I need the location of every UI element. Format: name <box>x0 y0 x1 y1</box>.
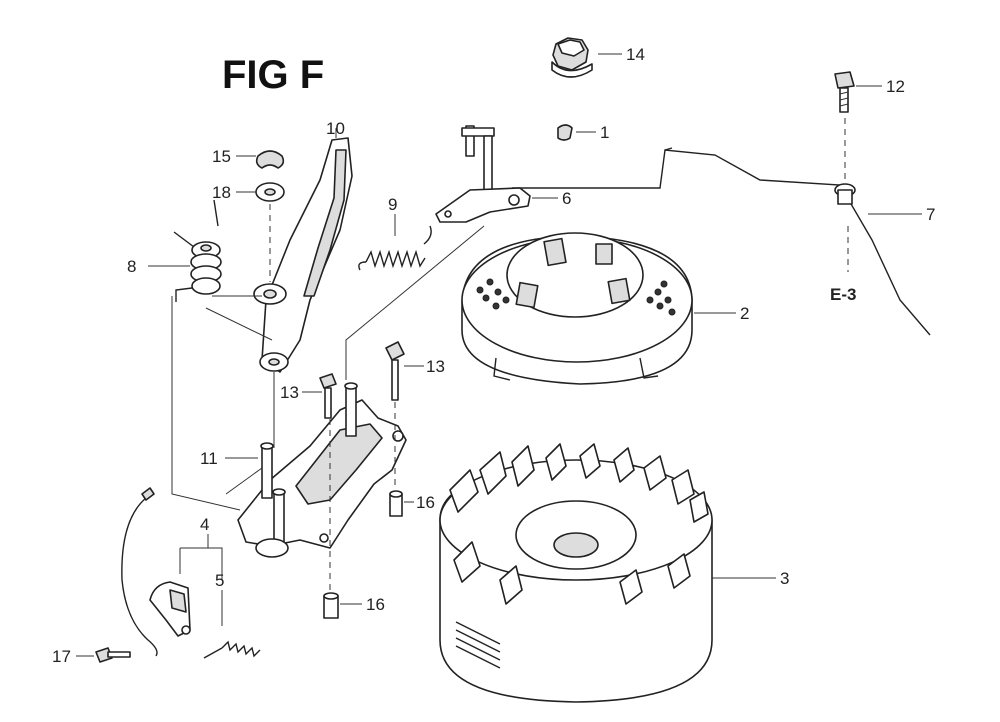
part-16-pin-b <box>323 592 339 619</box>
part-12-bolt <box>834 71 855 113</box>
part-9-spring <box>358 225 432 271</box>
callout-8: 8 <box>127 257 136 276</box>
callout-13a: 13 <box>280 383 299 402</box>
callout-5: 5 <box>215 571 224 590</box>
part-1-key <box>557 124 573 141</box>
figure-title: FIG F <box>222 53 324 97</box>
part-11-base-plate <box>237 382 407 558</box>
callout-6: 6 <box>562 189 571 208</box>
part-14-nut <box>551 37 593 78</box>
part-7-governor-rod <box>512 147 931 336</box>
part-10-brake-arm <box>253 137 353 373</box>
part-13-bolt-b <box>385 341 405 401</box>
part-17-ground-wire <box>95 487 158 663</box>
callout-16b: 16 <box>366 595 385 614</box>
part-6-governor-arm <box>435 125 531 223</box>
callout-9: 9 <box>388 195 397 214</box>
part-15-clip <box>255 150 285 169</box>
part-4-switch-bracket <box>149 581 191 637</box>
callout-3: 3 <box>780 569 789 588</box>
part-16-pin-a <box>389 490 403 517</box>
callout-13b: 13 <box>426 357 445 376</box>
callout-11: 11 <box>200 449 218 468</box>
flywheel-vent <box>455 621 501 669</box>
callout-15: 15 <box>212 147 231 166</box>
part-8-torsion-spring <box>173 199 222 302</box>
callout-12: 12 <box>886 77 905 96</box>
callout-18: 18 <box>212 183 231 202</box>
leader-4-5-bracket <box>179 547 223 580</box>
part-2-pulley <box>461 232 693 385</box>
callout-4: 4 <box>200 515 209 534</box>
assembly-guides <box>171 225 485 600</box>
part-3-flywheel <box>439 443 713 703</box>
callout-7: 7 <box>926 205 935 224</box>
callout-2: 2 <box>740 304 749 323</box>
reference-e3: E-3 <box>830 285 856 304</box>
part-18-washer <box>255 182 285 202</box>
callout-1: 1 <box>600 123 609 142</box>
callout-17: 17 <box>52 647 71 666</box>
flywheel-fins <box>449 443 709 605</box>
callout-10: 10 <box>326 119 345 138</box>
callout-16a: 16 <box>416 493 435 512</box>
callout-14: 14 <box>626 45 645 64</box>
pulley-holes <box>476 278 676 316</box>
part-13-bolt-a <box>319 373 337 419</box>
part-5-spring <box>203 640 261 659</box>
